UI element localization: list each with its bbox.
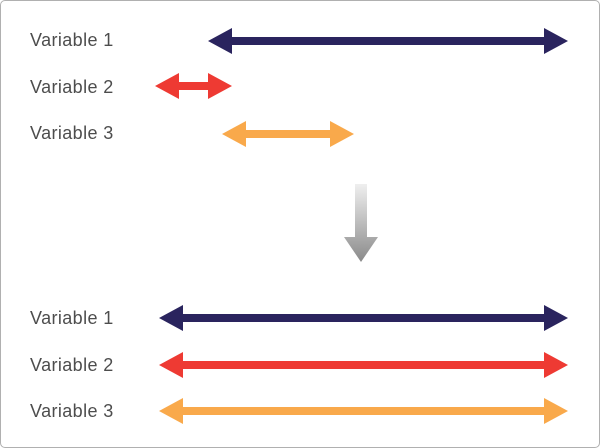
- bottom-variable-2-label: Variable 2: [30, 355, 114, 375]
- bottom-variable-1-range-arrow: [159, 305, 568, 331]
- arrow-right-head-icon: [544, 352, 568, 378]
- arrow-shaft: [179, 314, 548, 322]
- bottom-variable-3-label: Variable 3: [30, 401, 114, 421]
- arrow-right-head-icon: [208, 73, 232, 99]
- arrow-shaft: [175, 82, 212, 90]
- arrow-right-head-icon: [544, 398, 568, 424]
- bottom-variable-2-range-arrow: [159, 352, 568, 378]
- arrow-shaft: [179, 407, 548, 415]
- bottom-variable-3-range-arrow: [159, 398, 568, 424]
- arrow-right-head-icon: [544, 28, 568, 54]
- down-arrow-icon: [344, 184, 378, 262]
- bottom-variable-1-label: Variable 1: [30, 308, 114, 328]
- top-variable-1-label: Variable 1: [30, 30, 114, 50]
- top-variable-2-range-arrow: [155, 73, 232, 99]
- arrow-right-head-icon: [544, 305, 568, 331]
- arrow-right-head-icon: [330, 121, 354, 147]
- top-variable-2-label: Variable 2: [30, 77, 114, 97]
- arrow-shaft: [242, 130, 334, 138]
- arrow-shaft: [179, 361, 548, 369]
- top-variable-1-range-arrow: [208, 28, 568, 54]
- top-variable-3-range-arrow: [222, 121, 354, 147]
- arrow-shaft: [228, 37, 548, 45]
- top-variable-3-label: Variable 3: [30, 123, 114, 143]
